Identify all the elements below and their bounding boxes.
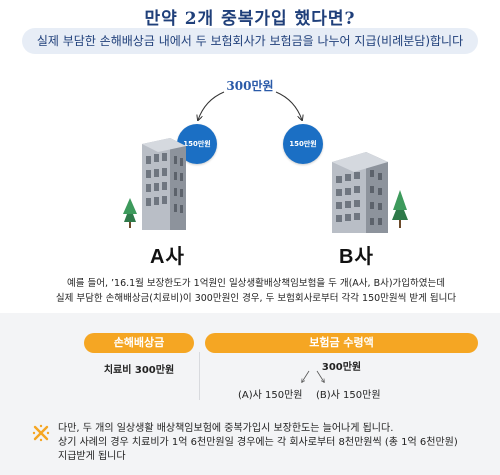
company-b-amount-badge: 150만원	[283, 124, 323, 164]
damages-value: 치료비 300만원	[103, 365, 175, 376]
arrow-to-company-b	[275, 91, 302, 120]
subtitle-text: 실제 부담한 손해배상금 내에서 두 보험회사가 보험금을 나누어 지급(비례분…	[36, 34, 464, 48]
subtitle-banner: 실제 부담한 손해배상금 내에서 두 보험회사가 보험금을 나누어 지급(비례분…	[22, 28, 478, 54]
payout-total: 300만원	[321, 362, 362, 373]
example-line-2: 실제 부담한 손해배상금(치료비)이 300만원인 경우, 두 보험회사로부터 …	[55, 293, 457, 304]
payout-split-b: (B)사 150만원	[316, 390, 381, 401]
note-line-1: 다만, 두 개의 일상생활 배상책임보험에 중복가입시 보장한도는 늘어나게 됩…	[58, 423, 394, 434]
note-line-2: 상기 사례의 경우 치료비가 1억 6천만원일 경우에는 각 회사로부터 8천만…	[58, 437, 458, 448]
company-b-label: B사	[339, 246, 374, 268]
arrow-to-company-a	[198, 91, 225, 120]
company-a-building-icon	[123, 138, 186, 230]
x-mark-icon	[32, 424, 50, 442]
note-line-3: 지급받게 됩니다	[58, 451, 126, 462]
payout-header-pill: 보험금 수령액	[205, 333, 478, 353]
example-description: 예를 들어, ’16.1월 보장한도가 1억원인 일상생활배상책임보험을 두 개…	[36, 276, 476, 306]
total-amount-label: 300만원	[226, 79, 274, 93]
example-line-1: 예를 들어, ’16.1월 보장한도가 1억원인 일상생활배상책임보험을 두 개…	[66, 278, 445, 289]
company-b-building-icon	[332, 152, 408, 233]
payout-split-a: (A)사 150만원	[238, 390, 303, 401]
company-a-label: A사	[150, 246, 185, 268]
damages-header-pill: 손해배상금	[84, 333, 194, 353]
page-title: 만약 2개 중복가입 했다면?	[144, 9, 356, 29]
summary-divider	[199, 352, 200, 400]
note-text: 다만, 두 개의 일상생활 배상책임보험에 중복가입시 보장한도는 늘어나게 됩…	[58, 422, 490, 464]
